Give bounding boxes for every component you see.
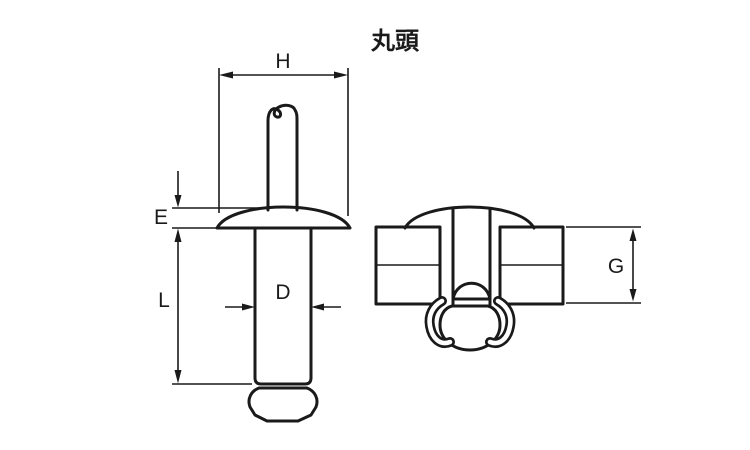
dimension-l: L <box>158 228 252 385</box>
dimension-e-label: E <box>154 206 168 229</box>
arrowhead-down-icon <box>174 370 182 384</box>
rivet-body <box>253 226 313 386</box>
mandrel-stem <box>266 103 299 212</box>
dimension-d-label: D <box>275 281 290 304</box>
plate-right <box>498 225 565 306</box>
sleeve-curl-left-core <box>427 298 453 346</box>
dimension-d: D <box>225 281 341 311</box>
rivet-head-dome <box>403 205 536 230</box>
arrowhead-right-icon <box>242 303 255 311</box>
arrowhead-left-icon <box>311 303 324 311</box>
rivet-installed-view: G <box>374 205 641 352</box>
dimension-h: H <box>218 50 349 216</box>
rivet-head-dome <box>215 205 352 230</box>
blind-head-ball <box>438 304 502 352</box>
arrowhead-down-icon <box>174 195 182 208</box>
arrowhead-left-icon <box>219 71 233 79</box>
arrowhead-right-icon <box>334 71 348 79</box>
arrowhead-down-icon <box>629 289 637 302</box>
mandrel-head <box>247 386 319 423</box>
dimension-l-label: L <box>158 289 170 312</box>
drawing-title: 丸頭 <box>370 28 420 55</box>
dimension-g-label: G <box>608 255 624 278</box>
dimension-h-label: H <box>275 50 290 73</box>
sleeve-curl-right-core <box>487 298 513 346</box>
plate-left <box>374 225 442 306</box>
dimension-g: G <box>566 226 641 304</box>
rivet-free-body-view: H E L D <box>154 50 352 423</box>
dimension-e: E <box>154 171 264 229</box>
arrowhead-up-icon <box>629 228 637 241</box>
arrowhead-up-icon <box>174 228 182 242</box>
retained-mandrel-top <box>451 281 492 301</box>
